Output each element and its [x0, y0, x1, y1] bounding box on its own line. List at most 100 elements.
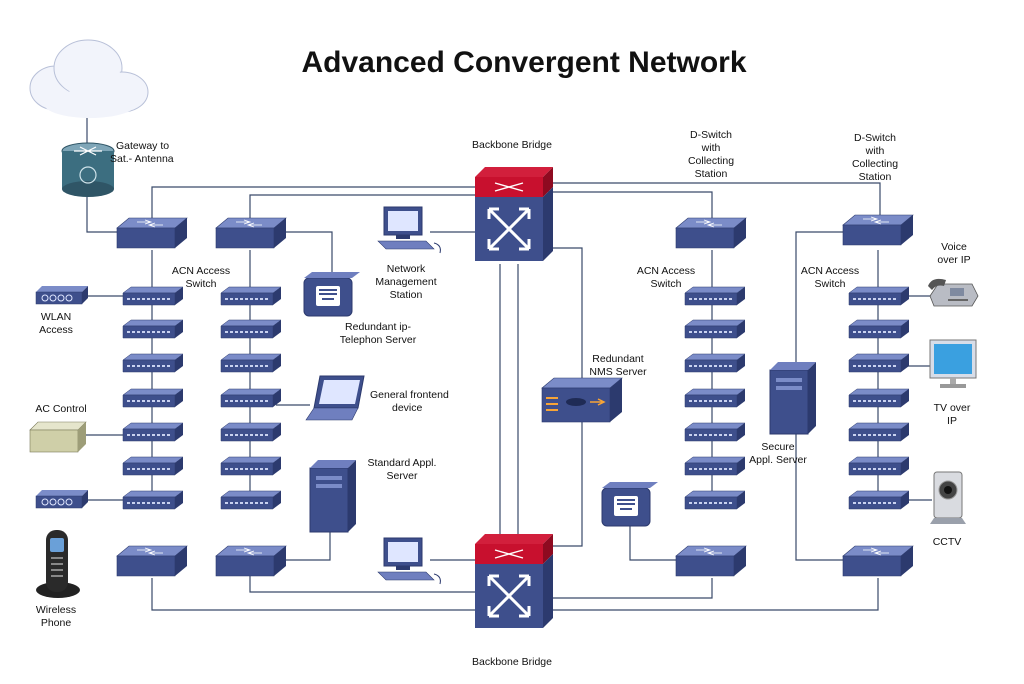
svg-text:Gateway to: Gateway to	[116, 140, 169, 152]
gateway-label: Gateway to Sat.- Antenna	[110, 140, 174, 165]
svg-text:Telephon Server: Telephon Server	[340, 334, 417, 346]
svg-text:over IP: over IP	[937, 254, 970, 266]
switch-icon[interactable]	[684, 456, 746, 476]
switch-icon[interactable]	[848, 353, 910, 373]
switch-icon[interactable]	[684, 286, 746, 306]
svg-text:D-Switch: D-Switch	[854, 132, 896, 144]
nms-server-icon[interactable]	[541, 377, 623, 423]
switch-icon[interactable]	[842, 214, 914, 246]
switch-icon[interactable]	[122, 319, 184, 339]
svg-text:Switch: Switch	[186, 278, 217, 290]
svg-text:General frontend: General frontend	[370, 389, 449, 401]
switch-icon[interactable]	[122, 456, 184, 476]
cloud-icon	[29, 39, 149, 118]
controller-box-icon[interactable]	[29, 421, 87, 453]
bridge-icon[interactable]	[473, 532, 555, 630]
svg-text:with: with	[865, 145, 885, 157]
computer-icon[interactable]	[377, 206, 441, 254]
svg-text:Phone: Phone	[41, 617, 72, 629]
camera-icon[interactable]	[930, 471, 966, 524]
svg-text:ACN Access: ACN Access	[172, 265, 230, 277]
switch-icon[interactable]	[220, 286, 282, 306]
svg-text:Wireless: Wireless	[36, 604, 76, 616]
switch-icon[interactable]	[684, 353, 746, 373]
switch-icon[interactable]	[848, 286, 910, 306]
svg-text:NMS Server: NMS Server	[589, 366, 647, 378]
switch-icon[interactable]	[220, 319, 282, 339]
switch-icon[interactable]	[684, 388, 746, 408]
switch-icon[interactable]	[220, 353, 282, 373]
switch-icon[interactable]	[122, 422, 184, 442]
svg-text:Redundant: Redundant	[592, 353, 643, 365]
wlan-label: WLAN Access	[39, 311, 73, 336]
switch-icon[interactable]	[122, 286, 184, 306]
connection-lines	[84, 118, 932, 611]
telephon-server-label: Redundant ip- Telephon Server	[340, 321, 417, 346]
nms-server-label: Redundant NMS Server	[589, 353, 647, 378]
laptop-icon[interactable]	[305, 375, 365, 421]
svg-text:WLAN: WLAN	[41, 311, 71, 323]
switch-icon[interactable]	[848, 388, 910, 408]
svg-text:Station: Station	[390, 289, 423, 301]
switch-icon[interactable]	[675, 545, 747, 577]
svg-text:IP: IP	[947, 415, 957, 427]
switch-icon[interactable]	[684, 422, 746, 442]
access-switch-column-2	[220, 286, 282, 510]
switch-icon[interactable]	[122, 388, 184, 408]
frontend-label: General frontend device	[370, 389, 449, 414]
switch-icon[interactable]	[684, 319, 746, 339]
svg-text:device: device	[392, 402, 423, 414]
switch-icon[interactable]	[220, 422, 282, 442]
switch-icon[interactable]	[122, 490, 184, 510]
svg-text:Access: Access	[39, 324, 73, 336]
svg-text:Sat.- Antenna: Sat.- Antenna	[110, 153, 174, 165]
svg-text:Station: Station	[695, 168, 728, 180]
diagram-title: Advanced Convergent Network	[301, 46, 746, 79]
phone-icon[interactable]	[303, 271, 361, 317]
server-icon[interactable]	[309, 459, 357, 533]
server-icon[interactable]	[769, 361, 817, 435]
router-icon[interactable]	[61, 142, 115, 197]
switch-icon[interactable]	[116, 545, 188, 577]
acn-mid-label: ACN Access Switch	[637, 265, 695, 290]
switch-icon[interactable]	[675, 217, 747, 249]
svg-text:Collecting: Collecting	[852, 158, 898, 170]
switch-icon[interactable]	[848, 422, 910, 442]
acn-left-label: ACN Access Switch	[172, 265, 230, 290]
svg-text:Switch: Switch	[651, 278, 682, 290]
switch-icon[interactable]	[842, 545, 914, 577]
wireless-phone-label: Wireless Phone	[36, 604, 76, 629]
switch-icon[interactable]	[220, 490, 282, 510]
nms-station-label: Network Management Station	[375, 263, 436, 301]
switch-icon[interactable]	[215, 545, 287, 577]
phone-icon[interactable]	[36, 530, 80, 598]
switch-icon[interactable]	[848, 490, 910, 510]
switch-icon[interactable]	[848, 319, 910, 339]
svg-text:D-Switch: D-Switch	[690, 129, 732, 141]
access-point-icon[interactable]	[35, 286, 88, 305]
svg-text:ACN Access: ACN Access	[637, 265, 695, 277]
monitor-icon[interactable]	[929, 339, 977, 388]
switch-icon[interactable]	[122, 353, 184, 373]
appl-server-label: Standard Appl. Server	[368, 457, 437, 482]
phone-icon[interactable]	[928, 278, 979, 307]
switch-icon[interactable]	[684, 490, 746, 510]
voip-label: Voice over IP	[937, 241, 970, 266]
svg-text:Server: Server	[387, 470, 418, 482]
phone-icon[interactable]	[601, 481, 659, 527]
switch-icon[interactable]	[848, 456, 910, 476]
bridge-icon[interactable]	[473, 165, 555, 263]
switch-icon[interactable]	[215, 217, 287, 249]
svg-text:Management: Management	[375, 276, 436, 288]
cctv-label: CCTV	[933, 536, 962, 548]
switch-icon[interactable]	[116, 217, 188, 249]
switch-icon[interactable]	[220, 456, 282, 476]
dswitch-1-label: D-Switch with Collecting Station	[688, 129, 734, 180]
access-switch-column-4	[848, 286, 910, 510]
backbone-bottom-label: Backbone Bridge	[472, 656, 552, 668]
computer-icon[interactable]	[377, 537, 441, 585]
switch-icon[interactable]	[220, 388, 282, 408]
access-point-icon[interactable]	[35, 490, 88, 509]
tv-label: TV over IP	[934, 402, 971, 427]
